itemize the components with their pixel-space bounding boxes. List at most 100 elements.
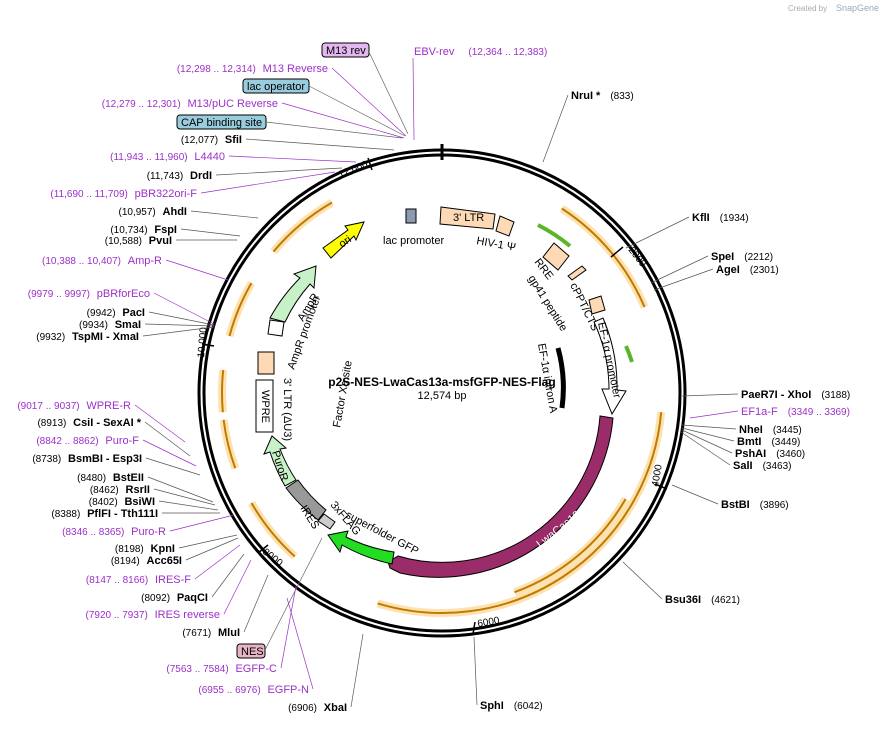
left-label-leader	[158, 500, 219, 511]
left-site-label[interactable]: (8402) BsiWI	[89, 496, 155, 508]
orf-arc[interactable]	[272, 201, 333, 253]
orf-arc[interactable]	[561, 207, 646, 308]
orf-arc-halo	[248, 500, 298, 560]
orf-arc[interactable]	[222, 419, 237, 469]
left-site-label[interactable]: (12,077) SfiI	[181, 134, 242, 146]
orf-arc[interactable]	[377, 412, 663, 614]
left-site-label[interactable]: (10,957) AhdI	[119, 206, 187, 218]
left-site-label[interactable]: (6906) XbaI	[288, 702, 347, 714]
left-site-label[interactable]: (8198) KpnI	[115, 543, 175, 555]
lac-promoter-feature[interactable]	[405, 208, 417, 224]
left-site-label[interactable]: (7671) MluI	[182, 627, 240, 639]
left-site-label[interactable]: (11,743) DrdI	[147, 170, 212, 182]
left-site-label[interactable]: (9017 .. 9037) WPRE-R	[17, 400, 131, 412]
m13rev-leader	[368, 51, 409, 135]
right-labels: NruI *(833) KflI(1934) SpeI(2212)AgeI(2301…	[473, 90, 850, 712]
m13rev-box[interactable]	[321, 42, 370, 58]
left-site-label[interactable]: (8092) PaqCI	[141, 592, 208, 604]
left-site-label[interactable]: (8194) Acc65I	[111, 555, 182, 567]
right-site-label[interactable]: BstBI(3896)	[721, 499, 789, 511]
left-site-label[interactable]: (9932) TspMI - XmaI	[36, 331, 139, 343]
left-label-leader	[142, 439, 197, 467]
puror-feature[interactable]	[263, 435, 297, 487]
right-site-label[interactable]: EF1a-F(3349 .. 3369)	[741, 406, 850, 418]
left-site-label[interactable]: (9979 .. 9997) pBRforEco	[28, 288, 150, 300]
left-site-label[interactable]: (6955 .. 6976) EGFP-N	[198, 684, 309, 696]
lwacas13a-feature[interactable]	[387, 415, 614, 578]
right-label-leader	[681, 427, 735, 442]
left-site-label[interactable]: (8913) CsiI - SexAI *	[37, 417, 141, 429]
left-site-label[interactable]: EBV-rev(12,364 .. 12,383)	[414, 46, 547, 58]
left-site-label[interactable]: (11,943 .. 11,960) L4440	[110, 151, 225, 163]
sfgfp-feature[interactable]	[327, 530, 395, 565]
right-site-label[interactable]: SpeI(2212)	[711, 251, 773, 263]
left-site-label[interactable]: (10,588) PvuI	[105, 235, 172, 247]
ori-feature[interactable]	[322, 221, 365, 259]
left-label-leader	[200, 171, 336, 194]
right-site-label[interactable]: SphI(6042)	[480, 700, 543, 712]
right-label-leader	[681, 429, 733, 454]
flag-feature[interactable]	[317, 513, 336, 530]
cap-site-text: CAP binding site	[181, 117, 262, 129]
right-label-leader	[622, 561, 663, 600]
right-label-leader	[689, 410, 739, 419]
orf-arc[interactable]	[250, 502, 296, 558]
ires-feature[interactable]	[285, 479, 327, 521]
ampr-promoter-feature[interactable]	[267, 319, 285, 337]
left-label-leader	[223, 559, 252, 615]
gp41-feature[interactable]	[567, 265, 587, 281]
right-site-label[interactable]: KflI(1934)	[692, 212, 749, 224]
ampr-feature[interactable]	[269, 265, 317, 323]
left-site-label[interactable]: (7563 .. 7584) EGFP-C	[166, 663, 277, 675]
right-site-label[interactable]: Bsu36I(4621)	[665, 594, 740, 606]
left-site-label[interactable]: (10,734) FspI	[110, 224, 177, 236]
left-site-label[interactable]: (8842 .. 8862) Puro-F	[36, 435, 139, 447]
orf-arc[interactable]	[514, 498, 627, 594]
left-site-label[interactable]: (8480) BstEII	[77, 472, 144, 484]
left-site-label[interactable]: (12,279 .. 12,301) M13/pUC Reverse	[102, 98, 278, 110]
left-site-label[interactable]: (8738) BsmBI - Esp3I	[32, 453, 142, 465]
rre-feature[interactable]	[542, 242, 570, 271]
left-site-label[interactable]: (9942) PacI	[87, 307, 145, 319]
nes-box[interactable]	[236, 643, 266, 659]
left-site-label[interactable]: (8346 .. 8365) Puro-R	[62, 526, 166, 538]
cppt-feature[interactable]	[588, 295, 606, 315]
backbone	[197, 144, 687, 638]
left-site-label[interactable]: (11,690 .. 11,709) pBR322ori-F	[50, 188, 197, 200]
left-label-leader	[178, 534, 238, 549]
orf-arc[interactable]	[228, 282, 253, 337]
left-label-leader	[194, 544, 241, 580]
left-label-leader	[144, 421, 191, 457]
ltr3-feature[interactable]	[439, 206, 496, 230]
wpre-feature[interactable]	[255, 379, 274, 433]
ef1a-intron-feature[interactable]	[555, 347, 566, 409]
ltr-du3-feature[interactable]	[257, 351, 275, 375]
left-site-label[interactable]: (8388) PflFI - Tth111I	[51, 508, 158, 520]
left-site-label[interactable]: (9934) SmaI	[79, 319, 141, 331]
right-site-label[interactable]: AgeI(2301)	[716, 264, 779, 276]
ori-label: ori	[337, 234, 354, 251]
left-site-label[interactable]: (7920 .. 7937) IRES reverse	[86, 609, 220, 621]
right-site-label[interactable]: PaeR7I - XhoI(3188)	[741, 389, 850, 401]
ef1a-promoter-feature[interactable]	[593, 317, 627, 416]
orf-arc[interactable]	[221, 369, 225, 413]
left-label-leader	[412, 57, 415, 141]
left-labels: EBV-rev(12,364 .. 12,383) (12,298 .. 12,3…	[17, 46, 547, 714]
left-site-label[interactable]: (10,388 .. 10,407) Amp-R	[42, 255, 162, 267]
psi-feature[interactable]	[495, 215, 515, 237]
left-site-label[interactable]: (8462) RsrII	[90, 484, 150, 496]
right-site-label[interactable]: NruI *(833)	[571, 90, 634, 102]
credit-text: Created by	[788, 4, 827, 13]
right-label-leader	[653, 268, 714, 291]
right-site-label[interactable]: NheI(3445)	[739, 424, 802, 436]
left-site-label[interactable]: (8147 .. 8166) IRES-F	[86, 574, 191, 586]
right-site-label[interactable]: BmtI(3449)	[737, 436, 800, 448]
right-site-label[interactable]: SalI(3463)	[733, 460, 791, 472]
gp41-label: gp41 peptide	[525, 273, 569, 333]
credit-brand: SnapGene	[836, 3, 879, 13]
left-label-leader	[144, 323, 215, 327]
left-site-label[interactable]: (12,298 .. 12,314) M13 Reverse	[177, 63, 328, 75]
right-site-label[interactable]: PshAI(3460)	[735, 448, 805, 460]
boxed-labels: M13 rev lac operator CAP binding site NE…	[176, 42, 409, 659]
